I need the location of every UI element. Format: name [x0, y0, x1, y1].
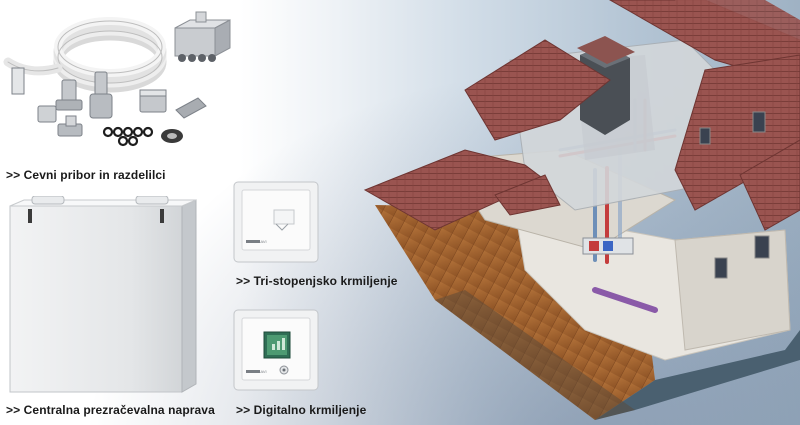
house-cutaway-illustration — [345, 0, 800, 425]
pipe-accessories-image — [0, 10, 240, 160]
central-ventilation-unit-image — [6, 196, 202, 396]
central-unit-caption: >> Centralna prezračevalna naprava — [6, 403, 215, 417]
digital-control-image: REGOSAVI — [232, 308, 322, 394]
digital-control-caption: >> Digitalno krmiljenje — [236, 403, 367, 417]
brand-label-digital: REGOSAVI — [246, 369, 267, 374]
three-stage-control-image: REGOSAVI — [232, 180, 322, 266]
brand-label-three-stage: REGOSAVI — [246, 239, 267, 244]
pipe-accessories-caption: >> Cevni pribor in razdelilci — [6, 168, 166, 182]
three-stage-control-caption: >> Tri-stopenjsko krmiljenje — [236, 274, 398, 288]
